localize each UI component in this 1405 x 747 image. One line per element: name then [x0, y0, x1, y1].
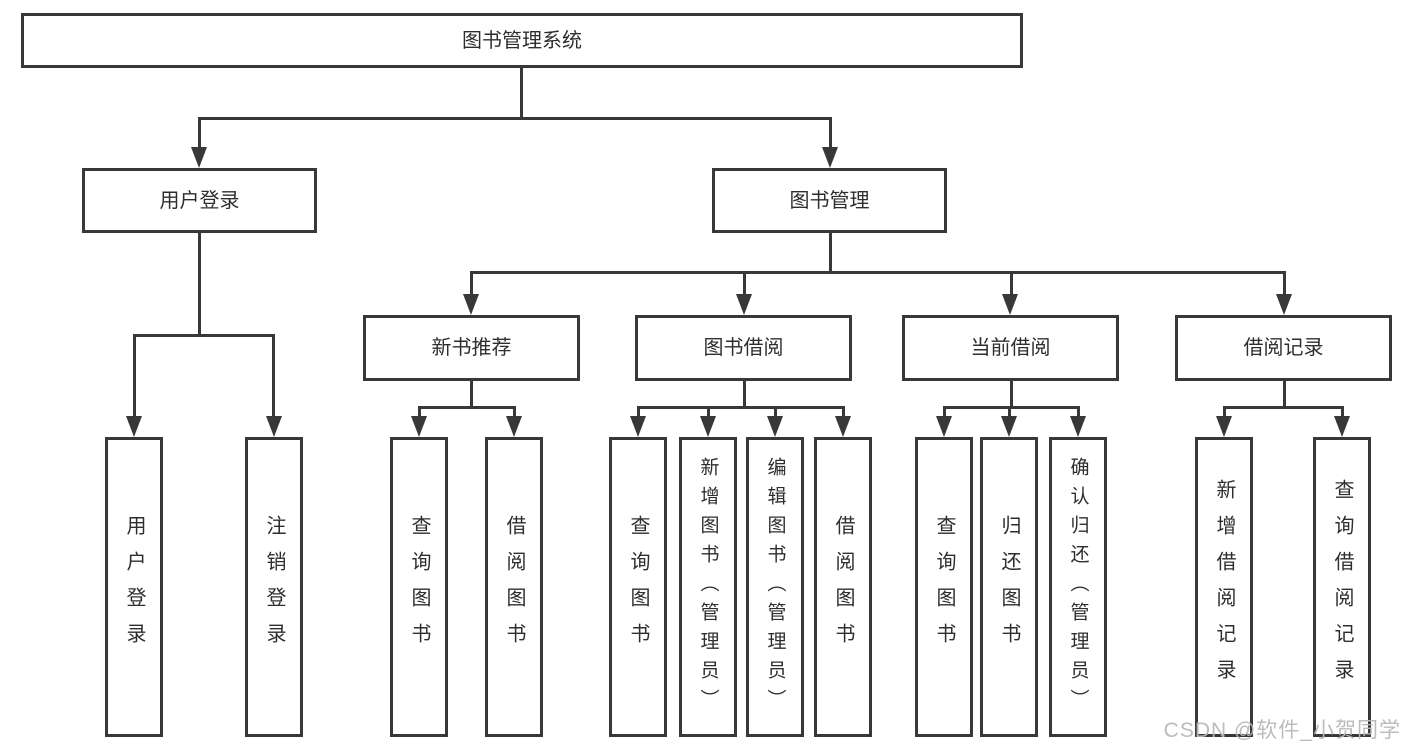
leaf-add-borrow-record: 新增借阅记录: [1195, 437, 1253, 737]
connector-line: [637, 406, 845, 409]
connector-line: [943, 406, 1080, 409]
connector-line: [1223, 406, 1226, 417]
connector-line: [418, 406, 516, 409]
leaf-borrow-books-recommend: 借阅图书: [485, 437, 543, 737]
connector-line: [1010, 271, 1013, 295]
connector-line: [470, 271, 1285, 274]
connector-line: [1283, 271, 1286, 295]
connector-line: [133, 334, 136, 416]
connector-line: [637, 406, 640, 417]
arrow-down-icon: [266, 416, 282, 437]
connector-line: [133, 334, 275, 337]
connector-line: [198, 117, 201, 148]
connector-line: [743, 381, 746, 408]
leaf-query-books-current: 查询图书: [915, 437, 973, 737]
leaf-borrow-books: 借阅图书: [814, 437, 872, 737]
arrow-down-icon: [411, 416, 427, 437]
connector-line: [520, 68, 523, 118]
node-book-borrow: 图书借阅: [635, 315, 852, 381]
connector-line: [1223, 406, 1344, 409]
connector-line: [198, 117, 832, 120]
arrow-down-icon: [1001, 416, 1017, 437]
connector-line: [418, 406, 421, 417]
connector-line: [1008, 406, 1011, 417]
arrow-down-icon: [1070, 416, 1086, 437]
arrow-down-icon: [1276, 294, 1292, 315]
leaf-query-borrow-record: 查询借阅记录: [1313, 437, 1371, 737]
connector-line: [842, 406, 845, 417]
arrow-down-icon: [736, 294, 752, 315]
leaf-edit-books-admin: 编辑图书（管理员）: [746, 437, 804, 737]
connector-line: [470, 271, 473, 295]
connector-line: [513, 406, 516, 417]
node-borrow-records: 借阅记录: [1175, 315, 1392, 381]
arrow-down-icon: [191, 147, 207, 168]
arrow-down-icon: [463, 294, 479, 315]
node-current-borrow: 当前借阅: [902, 315, 1119, 381]
connector-line: [272, 334, 275, 416]
connector-line: [1283, 381, 1286, 408]
leaf-query-books-borrow: 查询图书: [609, 437, 667, 737]
leaf-return-books: 归还图书: [980, 437, 1038, 737]
leaf-confirm-return-admin: 确认归还（管理员）: [1049, 437, 1107, 737]
arrow-down-icon: [506, 416, 522, 437]
arrow-down-icon: [630, 416, 646, 437]
connector-line: [943, 406, 946, 417]
leaf-query-books-recommend: 查询图书: [390, 437, 448, 737]
connector-line: [1077, 406, 1080, 417]
arrow-down-icon: [835, 416, 851, 437]
connector-line: [829, 117, 832, 148]
watermark: CSDN @软件_小贺同学: [1163, 719, 1401, 742]
connector-line: [829, 233, 832, 273]
leaf-user-login: 用户登录: [105, 437, 163, 737]
connector-line: [198, 233, 201, 336]
node-user-login: 用户登录: [82, 168, 317, 233]
arrow-down-icon: [936, 416, 952, 437]
arrow-down-icon: [1216, 416, 1232, 437]
arrow-down-icon: [700, 416, 716, 437]
connector-line: [743, 271, 746, 295]
connector-line: [1341, 406, 1344, 417]
connector-line: [707, 406, 710, 417]
connector-line: [470, 381, 473, 408]
leaf-add-books-admin: 新增图书（管理员）: [679, 437, 737, 737]
connector-line: [1010, 381, 1013, 408]
arrow-down-icon: [767, 416, 783, 437]
node-root: 图书管理系统: [21, 13, 1023, 68]
arrow-down-icon: [1334, 416, 1350, 437]
arrow-down-icon: [126, 416, 142, 437]
node-book-management: 图书管理: [712, 168, 947, 233]
connector-line: [774, 406, 777, 417]
arrow-down-icon: [1002, 294, 1018, 315]
arrow-down-icon: [822, 147, 838, 168]
node-new-book-recommend: 新书推荐: [363, 315, 580, 381]
leaf-logout: 注销登录: [245, 437, 303, 737]
